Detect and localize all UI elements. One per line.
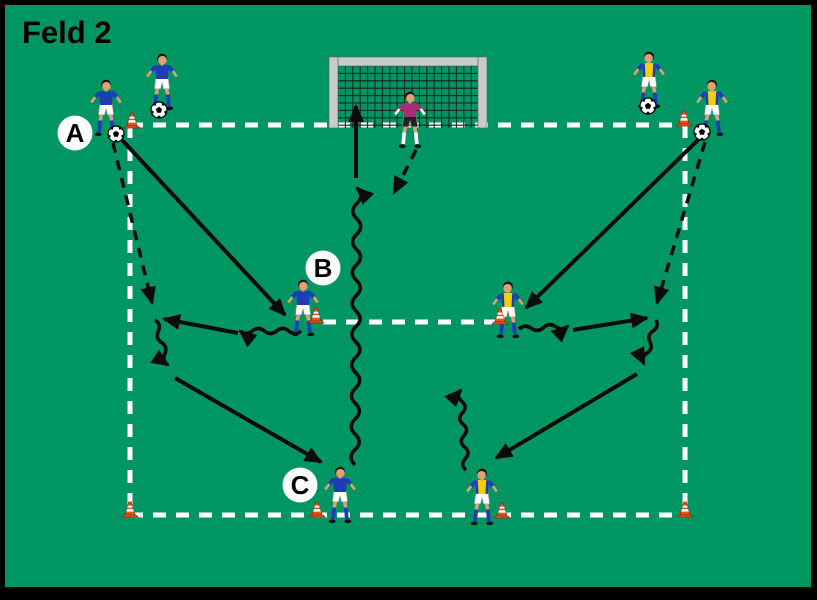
player-yellow [492,281,524,339]
dribble-arrow-dribble-b-left [238,326,303,348]
goal-post-left [328,56,339,129]
cone-icon [491,308,509,325]
marker-label-b: B [305,250,341,286]
dribble-arrow-dribble-c-center [349,186,375,467]
marker-label-a: A [57,115,93,151]
goal-post-right [477,56,488,129]
run-arrow-run-keeper [392,149,418,195]
cone-icon [123,112,141,129]
cone-icon [675,110,693,127]
player-yellow [466,468,498,526]
dribble-arrow-dribble-left-down [150,318,170,367]
cone-icon [121,501,139,518]
pass-arrow-pass-b-left [162,314,239,335]
dribble-arrow-dribble-right-down [629,319,659,366]
run-arrow-run-a [111,142,156,305]
player-blue [324,466,356,524]
marker-letter: B [314,253,333,283]
dribble-arrow-dribble-right [517,322,570,343]
dribble-arrow-dribble-bottom-up [444,388,470,472]
marker-letter: A [66,118,85,148]
player-keeper [394,91,426,149]
marker-letter: C [291,470,310,500]
pitch-background [5,5,811,587]
player-blue [146,53,178,111]
pass-arrow-pass-right [572,312,649,332]
cone-icon [307,307,325,324]
marker-label-c: C [282,467,318,503]
cone-icon [676,501,694,518]
player-blue [287,279,319,337]
soccer-ball-icon [150,101,168,119]
cone-icon [308,501,326,518]
pass-arrow-pass-a-to-b [120,138,287,317]
pass-arrow-pass-to-bottom [494,372,639,460]
pass-arrow-pass-to-c [174,376,323,464]
page-title: Feld 2 [22,15,112,50]
soccer-ball-icon [639,97,657,115]
pass-arrow-pass-corner-to-right [524,136,702,310]
cone-icon [493,502,511,519]
goal-crossbar [328,56,488,67]
soccer-ball-icon [107,125,125,143]
soccer-ball-icon [693,123,711,141]
